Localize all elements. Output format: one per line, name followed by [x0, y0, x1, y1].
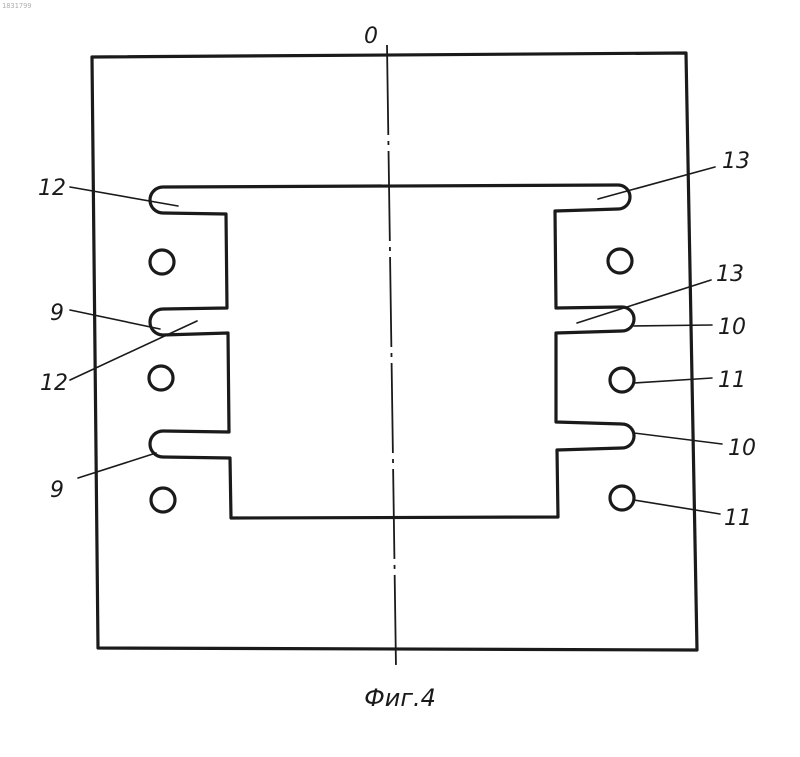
leader-11-lower — [634, 500, 720, 514]
hole-right-middle — [610, 368, 634, 392]
leader-12-top — [70, 187, 178, 206]
label-12-lower: 12 — [40, 371, 68, 396]
label-10-upper: 10 — [718, 315, 746, 340]
outer-plate — [92, 53, 697, 650]
leader-9-upper — [70, 310, 160, 329]
hole-left-lower — [151, 488, 175, 512]
hole-left-upper — [150, 250, 174, 274]
leader-9-lower — [78, 453, 156, 478]
label-11-upper: 11 — [718, 368, 746, 393]
figure-caption: Фиг.4 — [364, 684, 436, 712]
hole-left-middle — [149, 366, 173, 390]
hole-right-upper — [608, 249, 632, 273]
leader-11-upper — [634, 378, 712, 383]
leader-10-upper — [634, 325, 712, 326]
label-13-top: 13 — [722, 149, 750, 174]
center-axis — [387, 45, 396, 668]
label-13-mid: 13 — [716, 262, 744, 287]
label-12-top: 12 — [38, 176, 66, 201]
inner-window-outline — [150, 185, 634, 518]
label-9-lower: 9 — [50, 478, 64, 503]
corner-mark: 1831799 — [2, 2, 32, 10]
label-9-upper: 9 — [50, 301, 64, 326]
label-11-lower: 11 — [724, 506, 752, 531]
axis-label: 0 — [364, 24, 378, 49]
leader-12-lower — [70, 321, 197, 380]
label-10-lower: 10 — [728, 436, 756, 461]
leader-10-lower — [634, 433, 722, 444]
hole-right-lower — [610, 486, 634, 510]
leader-13-top — [598, 167, 715, 199]
